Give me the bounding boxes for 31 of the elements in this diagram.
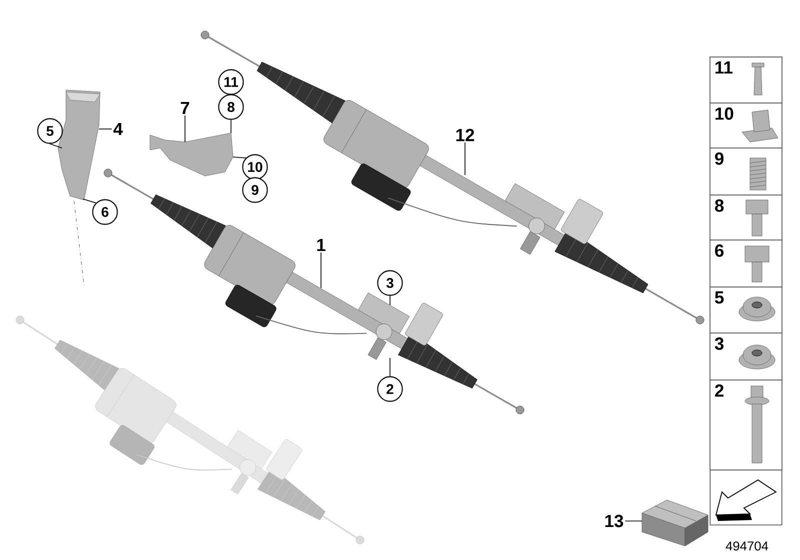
parts-cell (710, 470, 782, 526)
parts-cell: 6 (710, 240, 782, 288)
parts-cell: 11 (710, 56, 782, 104)
leader-line (232, 156, 246, 158)
heat-shield-drawing (58, 90, 100, 200)
parts-cell: 10 (710, 102, 782, 148)
parts-cell: 3 (710, 332, 782, 380)
drawing-number: 494704 (726, 541, 768, 551)
parts-cell: 8 (710, 194, 782, 240)
leader-line (464, 142, 466, 176)
leader-line (50, 143, 62, 148)
callout-number: 13 (603, 514, 625, 528)
parts-cell: 2 (710, 380, 782, 470)
leader-line (98, 128, 112, 130)
parts-cell: 5 (710, 286, 782, 334)
leader-line (184, 115, 186, 142)
leader-line (82, 198, 96, 204)
leader-line (230, 119, 232, 134)
bracket-drawing (150, 132, 234, 176)
parts-cell: 9 (710, 148, 782, 196)
callout-number: 9 (242, 177, 268, 203)
callout-number: 3 (377, 270, 403, 296)
leader-line (320, 252, 322, 288)
callout-number: 1 (314, 238, 328, 252)
callout-number: 7 (178, 100, 192, 116)
callout-number: 6 (92, 199, 118, 225)
box-drawing (642, 500, 708, 546)
callout-number: 12 (454, 128, 476, 142)
leader-line (624, 520, 642, 522)
callout-number: 4 (112, 122, 124, 136)
callout-number: 5 (37, 118, 63, 144)
